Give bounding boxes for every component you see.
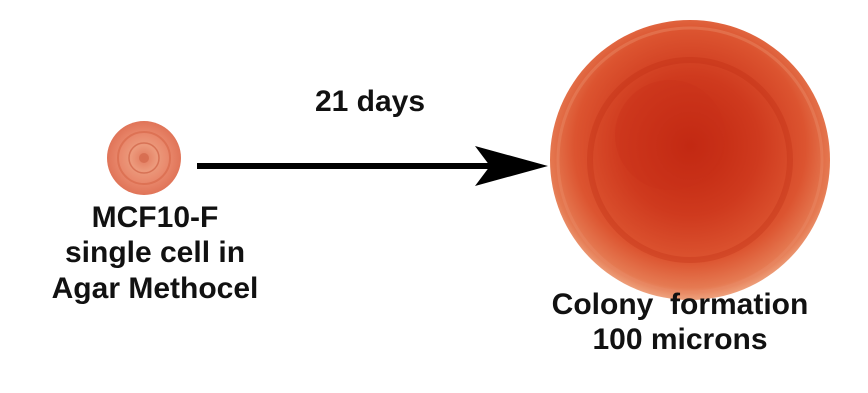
- colony-caption: Colony formation 100 microns: [520, 287, 840, 358]
- single-cell-caption-line-1: MCF10-F: [20, 200, 290, 235]
- colony-caption-line-2: 100 microns: [520, 322, 840, 357]
- single-cell: [107, 121, 181, 195]
- single-cell-caption: MCF10-F single cell in Agar Methocel: [20, 200, 290, 306]
- single-cell-caption-line-2: single cell in: [20, 235, 290, 270]
- duration-label: 21 days: [270, 84, 470, 119]
- single-cell-caption-line-3: Agar Methocel: [20, 271, 290, 306]
- growth-arrow: [197, 146, 548, 186]
- colony: [550, 20, 830, 300]
- colony-core: [615, 80, 725, 190]
- single-cell-nucleus: [139, 153, 149, 163]
- colony-caption-line-1: Colony formation: [520, 287, 840, 322]
